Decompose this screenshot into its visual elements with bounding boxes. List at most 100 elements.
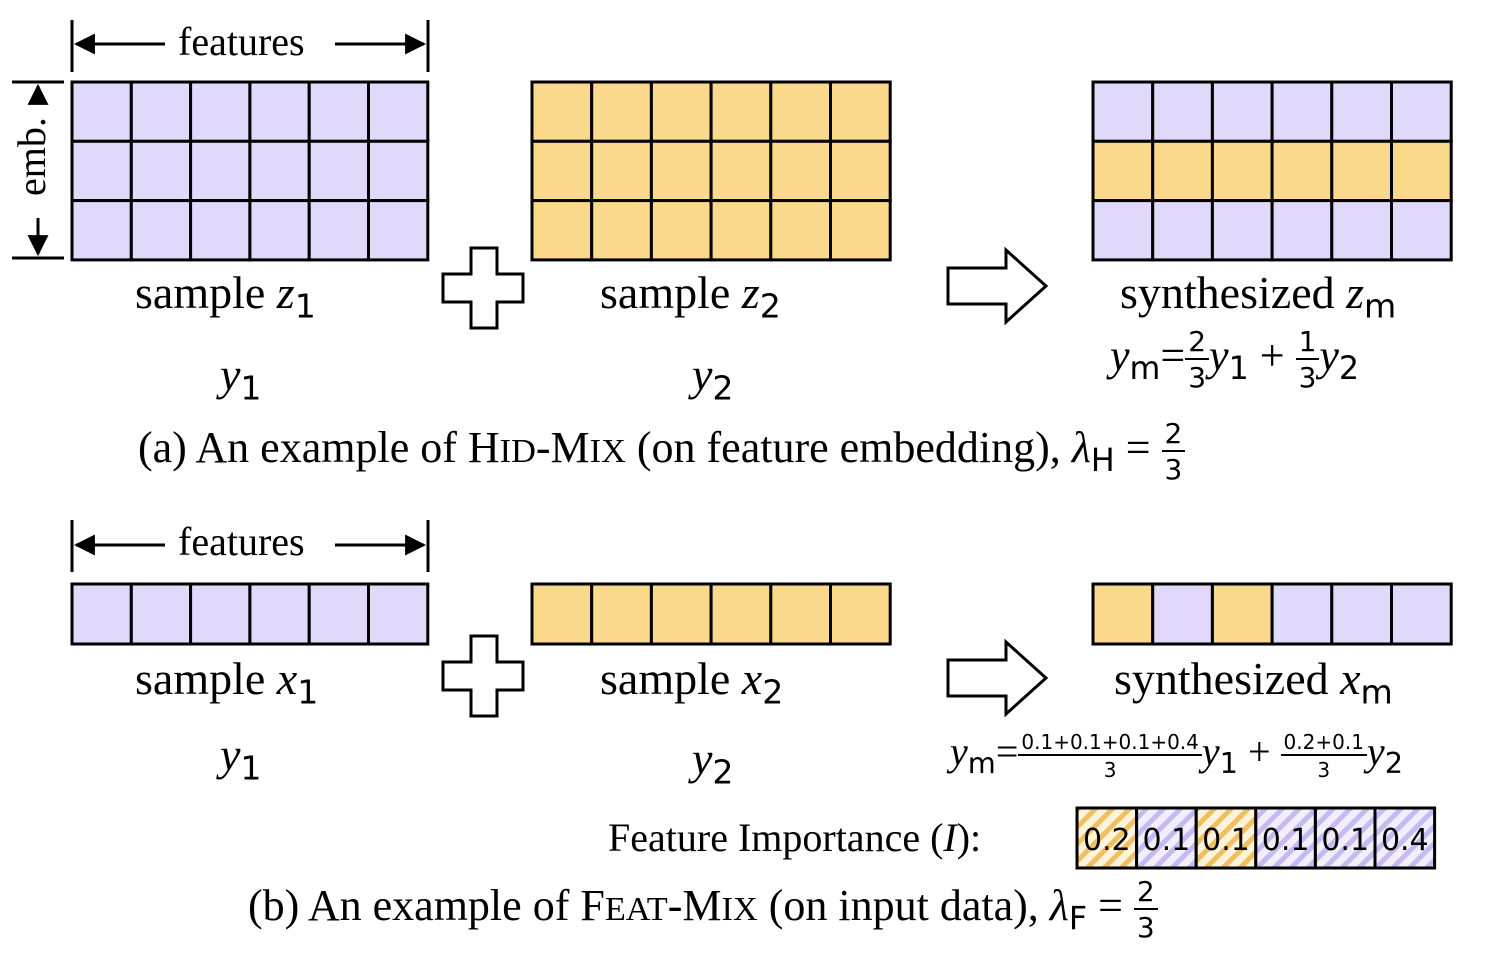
bottom-features-dimension — [70, 520, 430, 572]
z2-cell — [769, 139, 832, 203]
top-emb-dimension — [12, 80, 64, 260]
zm-cell — [1330, 199, 1394, 262]
x1-cell — [129, 582, 193, 646]
top-features-label: features — [178, 19, 305, 64]
z2-cell — [590, 199, 653, 262]
z1-cell — [129, 80, 193, 143]
importance-value: 0.1 — [1262, 823, 1310, 858]
synthesized-xm-feature-row — [1091, 582, 1453, 646]
xm-cell — [1151, 582, 1214, 646]
z1-cell — [248, 199, 311, 262]
x1-cell — [70, 582, 133, 646]
zm-cell — [1091, 80, 1155, 143]
x2-cell — [829, 582, 892, 646]
z2-cell — [649, 199, 713, 262]
x2-cell — [649, 582, 713, 646]
xm-cell — [1210, 582, 1274, 646]
sample-x1-label: sample x1 — [135, 653, 319, 712]
z1-cell — [307, 80, 371, 143]
x1-cell — [307, 582, 371, 646]
importance-value: 0.1 — [1202, 823, 1250, 858]
z1-cell — [70, 80, 133, 143]
x2-cell — [709, 582, 773, 646]
sample-z1-embedding-grid — [70, 80, 430, 262]
synthesized-xm-label: synthesized xm — [1114, 653, 1393, 712]
z2-cell — [829, 139, 892, 203]
z1-cell — [189, 80, 252, 143]
plus-icon — [441, 634, 525, 718]
zm-cell — [1390, 80, 1453, 143]
z2-cell — [829, 199, 892, 262]
plus-icon — [441, 246, 525, 330]
z1-cell — [307, 139, 371, 203]
zm-cell — [1091, 199, 1155, 262]
zm-cell — [1210, 80, 1274, 143]
label-y1: y1 — [220, 349, 262, 408]
z2-cell — [590, 139, 653, 203]
importance-value: 0.2 — [1083, 823, 1131, 858]
z2-cell — [829, 80, 892, 143]
zm-cell — [1151, 199, 1214, 262]
z2-cell — [709, 139, 773, 203]
z1-cell — [248, 80, 311, 143]
importance-cell — [1313, 806, 1377, 870]
synthesized-zm-embedding-grid — [1091, 80, 1453, 262]
z1-cell — [129, 199, 193, 262]
importance-cell — [1075, 806, 1139, 870]
zm-cell — [1270, 80, 1334, 143]
zm-cell — [1151, 80, 1214, 143]
label-y1: y1 — [220, 729, 262, 788]
xm-cell — [1270, 582, 1334, 646]
feature-importance-label: Feature Importance (I): — [608, 815, 982, 860]
sample-x1-feature-row — [70, 582, 430, 646]
xm-cell — [1091, 582, 1155, 646]
sample-x2-feature-row — [530, 582, 892, 646]
bottom-features-label: features — [178, 519, 305, 564]
z1-cell — [307, 199, 371, 262]
sample-x2-label: sample x2 — [600, 653, 784, 712]
z2-cell — [530, 139, 594, 203]
zm-cell — [1210, 139, 1274, 203]
importance-cell — [1373, 806, 1437, 870]
z2-cell — [530, 80, 594, 143]
z1-cell — [189, 139, 252, 203]
z2-cell — [709, 199, 773, 262]
x1-cell — [367, 582, 430, 646]
z2-cell — [649, 139, 713, 203]
importance-value: 0.1 — [1143, 823, 1191, 858]
zm-cell — [1210, 199, 1274, 262]
label-y2: y2 — [692, 349, 734, 408]
xm-cell — [1390, 582, 1453, 646]
z2-cell — [649, 80, 713, 143]
z2-cell — [709, 80, 773, 143]
x1-cell — [189, 582, 252, 646]
z1-cell — [70, 199, 133, 262]
sample-z2-embedding-grid — [530, 80, 892, 262]
z2-cell — [769, 199, 832, 262]
z1-cell — [129, 139, 193, 203]
zm-cell — [1330, 80, 1394, 143]
z2-cell — [590, 80, 653, 143]
emb-label: emb. — [9, 117, 54, 196]
label-y2: y2 — [692, 733, 734, 792]
sample-z2-label: sample z2 — [600, 267, 781, 326]
z1-cell — [367, 80, 430, 143]
caption-a: (a) An example of HID-MIX (on feature em… — [138, 420, 1186, 484]
importance-value: 0.4 — [1381, 823, 1429, 858]
xm-cell — [1330, 582, 1394, 646]
synthesized-zm-label: synthesized zm — [1120, 267, 1397, 326]
z2-cell — [530, 199, 594, 262]
z1-cell — [70, 139, 133, 203]
zm-cell — [1330, 139, 1394, 203]
sample-z1-label: sample z1 — [135, 267, 316, 326]
zm-cell — [1390, 139, 1453, 203]
x2-cell — [590, 582, 653, 646]
z1-cell — [189, 199, 252, 262]
right-arrow-icon — [946, 638, 1049, 718]
x2-cell — [530, 582, 594, 646]
